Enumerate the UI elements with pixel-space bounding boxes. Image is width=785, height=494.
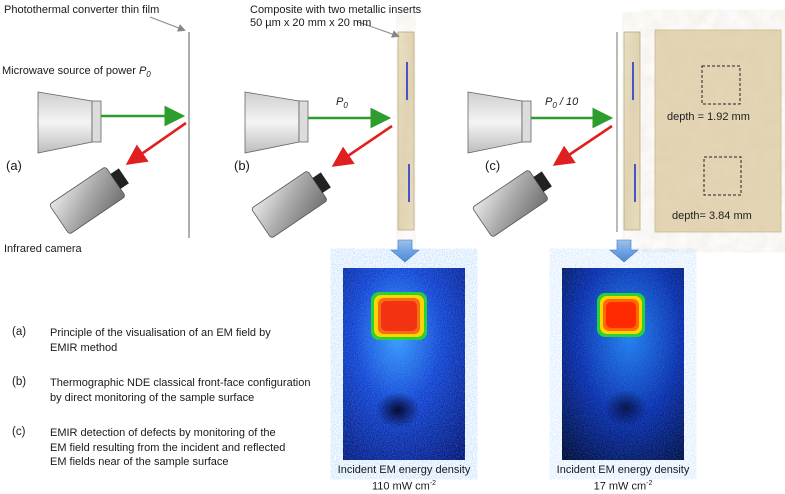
caption-b-value-row: 110 mW cm-2 [334, 477, 474, 494]
reflected-beam-a [125, 121, 187, 165]
horn-flange-c [521, 100, 532, 143]
legend-c-line-2: EM field resulting from the incident and… [50, 441, 286, 454]
caption-c-exponent: -2 [646, 480, 653, 487]
microwave-horn-b [244, 91, 300, 154]
legend-c-line-3: EM fields near of the sample surface [50, 456, 229, 468]
panel-label-b: (b) [234, 158, 250, 173]
power-c-label: P0 / 10 [545, 96, 578, 112]
legend-c-line-1: EMIR detection of defects by monitoring … [50, 427, 276, 439]
panel-label-a: (a) [6, 158, 22, 173]
caption-c-value-row: 17 mW cm-2 [553, 477, 693, 494]
insert-outline-shallow [701, 65, 741, 105]
legend-a-line-2: EMIR method [50, 341, 118, 354]
caption-b-line1: Incident EM energy density [337, 464, 471, 476]
source-power-symbol: P [138, 65, 147, 77]
power-c-subscript: 0 [552, 101, 557, 111]
panel-c-group [467, 29, 782, 237]
caption-c-value: 17 mW cm [593, 480, 647, 493]
film-label: Photothermal converter thin film [4, 4, 160, 16]
panel-label-c: (c) [485, 158, 501, 173]
legend-text-a: Principle of the visualisation of an EM … [50, 326, 271, 355]
thermal-image-c [562, 268, 684, 460]
legend-b-line-1: Thermographic NDE classical front-face c… [50, 377, 311, 389]
caption-image-c: Incident EM energy density 17 mW cm-2 [553, 464, 693, 494]
power-c-suffix: / 10 [559, 96, 579, 108]
depth-label-shallow: depth = 1.92 mm [667, 111, 750, 123]
panel-b-group [244, 21, 415, 238]
legend-key-b: (b) [12, 376, 27, 388]
infrared-camera-c [472, 170, 552, 237]
power-c-symbol: P [545, 96, 553, 108]
legend-key-c: (c) [12, 426, 26, 438]
horn-flange-b [298, 100, 309, 143]
reflected-beam-b [331, 124, 393, 167]
composite-pointer-line [357, 21, 400, 38]
composite-label-line1: Composite with two metallic inserts [250, 4, 422, 16]
legend-b-line-2: by direct monitoring of the sample surfa… [50, 391, 255, 404]
legend-text-c: EMIR detection of defects by monitoring … [50, 426, 285, 470]
reflected-beam-c [552, 124, 613, 166]
panel-a-group [37, 16, 190, 238]
power-b-symbol: P [336, 96, 344, 108]
down-arrow-b [390, 239, 420, 263]
source-label-text: Microwave source of power [2, 65, 139, 77]
horn-flange-a [91, 100, 102, 143]
infrared-camera-b [251, 171, 331, 238]
legend-a-line-1: Principle of the visualisation of an EM … [50, 327, 271, 339]
thermal-image-b [343, 268, 465, 460]
microwave-horn-a [37, 91, 93, 154]
power-b-label: P0 [336, 96, 348, 112]
composite-texture-b [398, 32, 414, 230]
film-pointer-line [149, 16, 186, 32]
legend-key-a: (a) [12, 326, 27, 338]
insert-outline-deep [703, 156, 742, 196]
depth-label-deep: depth= 3.84 mm [672, 210, 752, 222]
power-b-subscript: 0 [343, 101, 348, 111]
microwave-horn-c [467, 91, 523, 154]
infrared-camera-a [49, 167, 129, 234]
caption-image-b: Incident EM energy density 110 mW cm-2 [334, 464, 474, 494]
caption-b-exponent: -2 [429, 480, 437, 487]
source-power-subscript: 0 [146, 70, 151, 80]
camera-label: Infrared camera [4, 243, 82, 255]
caption-b-value: 110 mW cm [371, 480, 430, 493]
composite-texture-c [624, 32, 640, 230]
legend-text-b: Thermographic NDE classical front-face c… [50, 376, 310, 405]
source-label: Microwave source of power P0 [2, 65, 151, 81]
composite-label-line2: 50 µm x 20 mm x 20 mm [250, 17, 372, 29]
composite-face-texture [655, 30, 781, 232]
caption-c-line1: Incident EM energy density [556, 464, 690, 476]
down-arrow-c [609, 239, 639, 263]
